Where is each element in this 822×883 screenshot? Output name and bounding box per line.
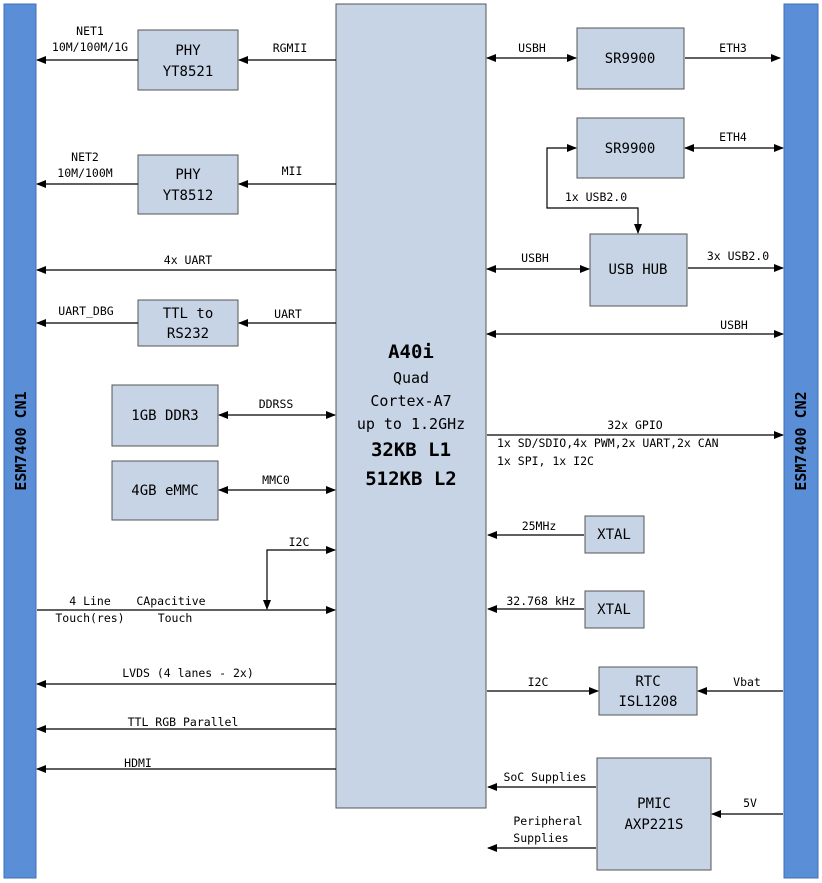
usbhub-label: USB HUB [608,262,667,278]
uart-dbg-label: UART_DBG [58,304,113,318]
emmc-block: 4GB eMMC [111,460,219,521]
ttl-line1: TTL to [163,306,214,322]
ttl-block: TTL to RS232 [137,299,239,347]
soc-line1: Quad [393,369,429,387]
rgmii-label: RGMII [273,41,308,55]
uart4-label: 4x UART [164,253,213,267]
ddr-block: 1GB DDR3 [111,384,219,447]
net2-label-b: 10M/100M [57,166,112,180]
connector-cn2: ESM7400 CN2 [783,3,819,879]
xtal2-label: XTAL [597,602,631,618]
soc-line5: 512KB L2 [365,468,457,490]
sr9900-a-block: SR9900 [576,27,685,90]
hdmi-label: HDMI [124,756,152,770]
usbh1-label: USBH [518,41,546,55]
touch-label-b: Touch(res) [55,611,124,625]
i2c-left-arrow [263,546,336,610]
periph-supplies-label-a: Peripheral [513,814,582,828]
emmc-label: 4GB eMMC [131,483,198,499]
eth3-label: ETH3 [719,41,747,55]
ttl-line2: RS232 [167,326,209,342]
i2c-left-label: I2C [289,535,310,549]
v5-label: 5V [743,796,757,810]
periph1-label: 1x SD/SDIO,4x PWM,2x UART,2x CAN [497,436,719,450]
phy1-line2: YT8521 [163,64,214,80]
ddr-label: 1GB DDR3 [131,408,198,424]
phy1-block: PHY YT8521 [137,29,239,91]
usb20-1x-arrow [546,144,642,234]
f25-label: 25MHz [522,519,557,533]
phy2-line2: YT8512 [163,188,214,204]
touch-label-a: 4 Line [69,594,111,608]
usbh3-label: USBH [720,318,748,332]
connector-cn1-label: ESM7400 CN1 [12,391,30,490]
usbh2-label: USBH [521,251,549,265]
xtal2-block: XTAL [584,590,645,629]
ttl-rgb-label: TTL RGB Parallel [128,715,239,729]
f32-label: 32.768 kHz [506,594,575,608]
sr9900-b-label: SR9900 [605,141,656,157]
left-connections: NET1 10M/100M/1G RGMII NET2 10M/100M MII… [36,24,336,773]
eth4-label: ETH4 [719,130,747,144]
pmic-line1: PMIC [637,796,671,812]
gpio-label: 32x GPIO [607,418,662,432]
usb20-3x-label: 3x USB2.0 [707,249,769,263]
net1-label-a: NET1 [76,24,104,38]
xtal1-label: XTAL [597,527,631,543]
rtc-line2: ISL1208 [618,694,677,710]
xtal1-block: XTAL [584,515,645,554]
phy2-block: PHY YT8512 [137,154,239,215]
net1-label-b: 10M/100M/1G [52,40,128,54]
net2-label-a: NET2 [71,150,99,164]
touch-label-c: CApacitive [136,594,205,608]
ddrss-label: DDRSS [259,397,294,411]
soc-line4: 32KB L1 [371,439,451,461]
pmic-block: PMIC AXP221S [596,757,712,871]
uart-label: UART [274,307,302,321]
vbat-label: Vbat [733,675,761,689]
sr9900-a-label: SR9900 [605,51,656,67]
rtc-line1: RTC [635,674,660,690]
usbhub-block: USB HUB [589,233,688,307]
touch-label-d: Touch [158,611,193,625]
soc-block: A40i Quad Cortex-A7 up to 1.2GHz 32KB L1… [335,3,487,809]
periph2-label: 1x SPI, 1x I2C [497,454,594,468]
connector-cn2-label: ESM7400 CN2 [792,391,810,490]
periph-supplies-label-b: Supplies [513,831,568,845]
soc-name: A40i [388,341,434,363]
rtc-block: RTC ISL1208 [598,666,698,716]
soc-line2: Cortex-A7 [370,392,451,410]
mmc0-label: MMC0 [262,473,290,487]
connector-cn1: ESM7400 CN1 [3,3,37,879]
i2c-right-label: I2C [528,675,549,689]
phy2-line1: PHY [175,167,201,183]
soc-supplies-label: SoC Supplies [503,770,586,784]
mii-label: MII [282,164,303,178]
lvds-label: LVDS (4 lanes - 2x) [122,666,254,680]
phy1-line1: PHY [175,43,201,59]
soc-line3: up to 1.2GHz [357,415,465,433]
pmic-line2: AXP221S [624,817,683,833]
usb20-1x-label: 1x USB2.0 [565,190,627,204]
sr9900-b-block: SR9900 [576,117,685,179]
right-connections: USBH ETH3 ETH4 1x USB2.0 USBH 3x USB2.0 … [486,41,784,852]
